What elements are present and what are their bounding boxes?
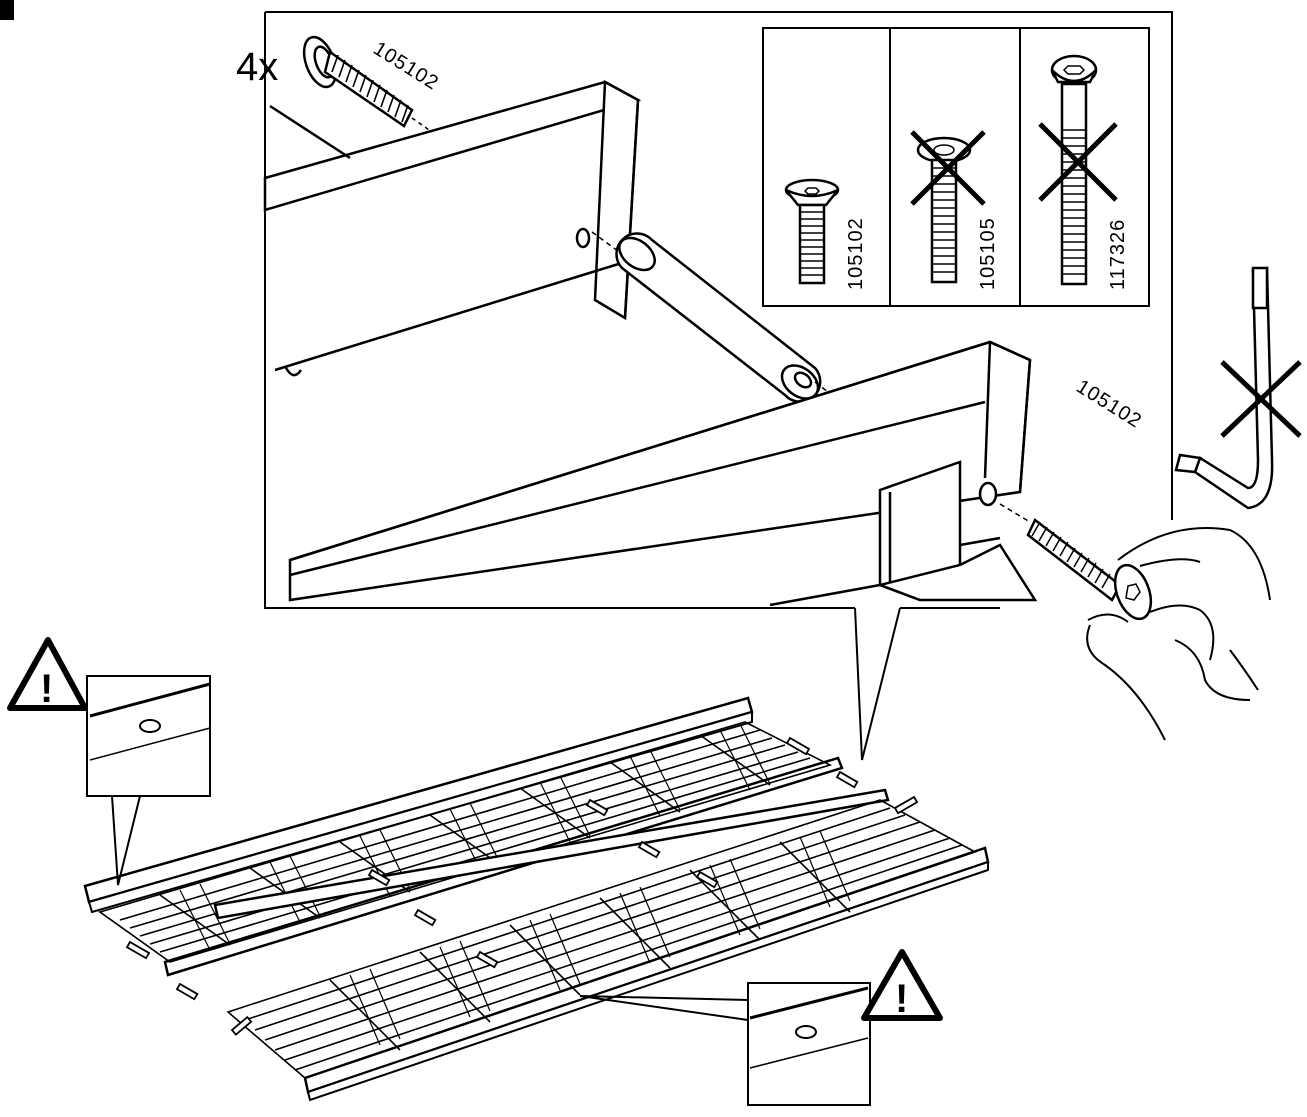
assembly-screws (125, 736, 919, 1036)
wooden-dowel (591, 231, 829, 403)
screw-option-wrong-2 (1050, 54, 1098, 286)
bed-base-assembly (83, 696, 990, 1102)
screw-part-105105: 105105 (977, 217, 999, 290)
allen-key-icon (1174, 266, 1274, 510)
warning-triangle-icon (7, 637, 88, 711)
screw-part-117326: 117326 (1107, 219, 1129, 290)
screw-option-correct (784, 178, 840, 285)
lower-slat-grid (226, 799, 977, 1079)
warning-triangle-icon (861, 949, 943, 1021)
cross-mark-icon (910, 130, 986, 206)
lower-slat-grid-crosslines (349, 830, 851, 1046)
top-screw-illustration (302, 35, 433, 133)
screw-part-105102: 105102 (845, 217, 867, 290)
page-corner-tab (0, 0, 14, 20)
cross-mark-icon (1038, 122, 1118, 202)
side-screw-illustration (999, 503, 1153, 621)
screw-comparison-table: 105102 105105 (762, 27, 1150, 307)
back-board (263, 79, 642, 377)
hand-icon (1086, 527, 1271, 741)
quantity-label: 4x (236, 45, 278, 89)
warning-callout-bottom (579, 949, 943, 1106)
warning-symbol: ! (895, 977, 908, 1021)
warning-symbol: ! (40, 667, 53, 711)
assembly-dowels (175, 770, 859, 1001)
detail-panel-frame (265, 11, 1173, 520)
side-screw-part-number: 105102 (1072, 376, 1145, 433)
warning-callout-left (7, 637, 211, 886)
detail-callout-pointer (854, 607, 901, 761)
metal-bracket (769, 460, 1038, 607)
front-board (288, 340, 1032, 602)
cross-mark-icon (1220, 360, 1302, 438)
